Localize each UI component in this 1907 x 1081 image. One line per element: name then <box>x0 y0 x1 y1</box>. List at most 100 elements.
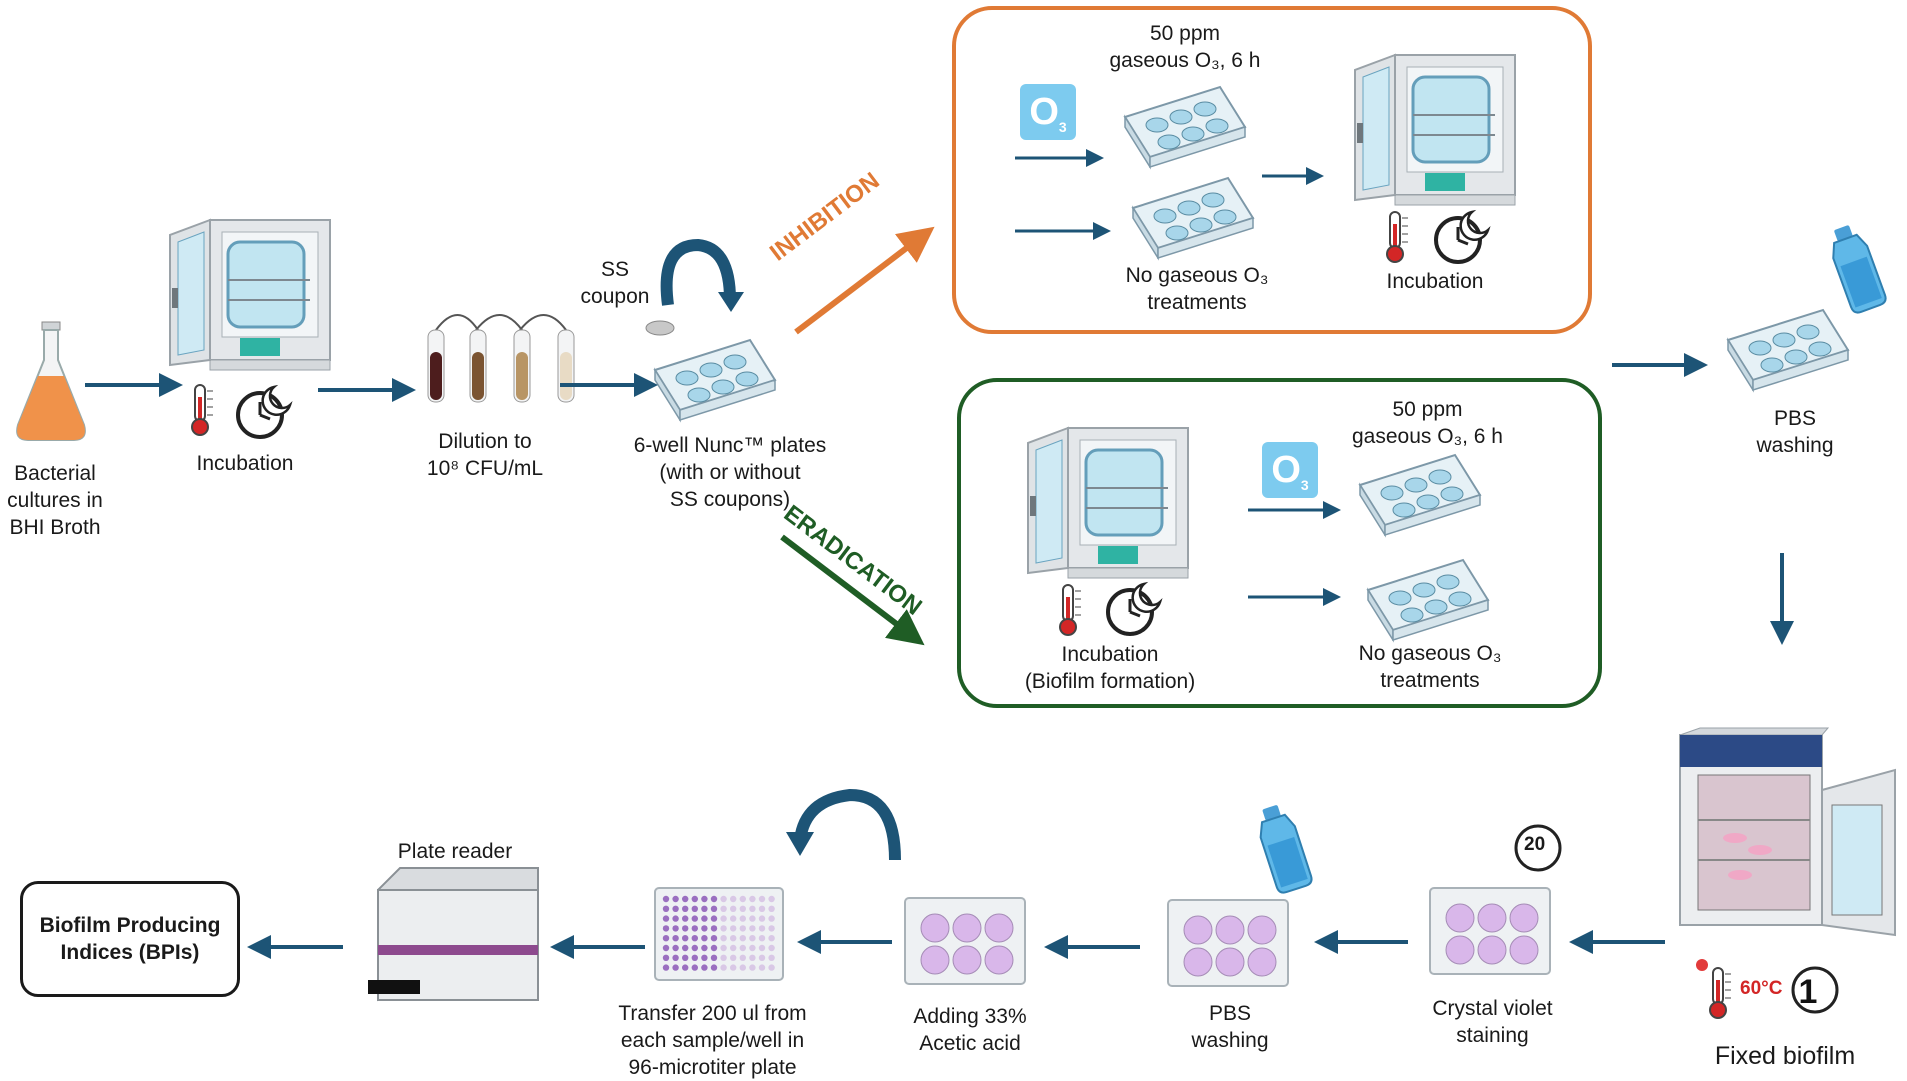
well <box>672 964 679 971</box>
hour-timer-icon: 1 <box>1791 966 1839 1014</box>
well <box>672 915 679 922</box>
well <box>730 954 737 961</box>
well <box>749 925 756 932</box>
well <box>739 925 746 932</box>
well <box>758 915 766 922</box>
thermometer-inh-icon <box>1386 211 1409 263</box>
label-ss-coupon: SS coupon <box>580 258 650 308</box>
well <box>701 925 708 932</box>
well <box>710 935 718 942</box>
eradication-box <box>957 378 1602 708</box>
plate-acetic-acid <box>904 897 1026 985</box>
well <box>682 944 689 952</box>
plate-pbs-icon <box>1727 309 1849 391</box>
well <box>682 935 689 942</box>
well <box>730 944 737 952</box>
well <box>691 895 698 903</box>
label-inh-incubation: Incubation <box>1386 270 1484 293</box>
well <box>739 935 746 942</box>
well <box>682 954 689 961</box>
well <box>710 954 718 961</box>
well <box>662 954 670 961</box>
well <box>672 935 679 942</box>
well <box>758 935 766 942</box>
six-well-plate-icon <box>654 339 776 421</box>
well <box>662 964 670 971</box>
thermometer-era-icon <box>1059 584 1082 636</box>
drying-oven-icon <box>1679 727 1896 937</box>
well <box>739 915 746 922</box>
well <box>768 954 775 961</box>
well <box>672 905 679 912</box>
well <box>720 964 727 971</box>
well <box>701 905 708 912</box>
well <box>749 964 756 971</box>
well <box>768 935 775 942</box>
bottle-icon <box>1823 220 1889 316</box>
plate-inh-ozone <box>1124 86 1246 168</box>
well <box>701 954 708 961</box>
label-era-ozone: 50 ppm gaseous O₃, 6 h <box>1352 398 1503 448</box>
well <box>739 895 746 903</box>
well <box>662 935 670 942</box>
well <box>691 935 698 942</box>
label-acetic-acid: Adding 33% Acetic acid <box>913 1005 1027 1055</box>
well <box>672 944 679 952</box>
well <box>672 925 679 932</box>
well <box>768 944 775 952</box>
well <box>768 905 775 912</box>
bpi-box: Biofilm Producing Indices (BPIs) <box>20 881 240 997</box>
inhibition-arrow <box>794 226 935 335</box>
label-nunc-plates: 6-well Nunc™ plates (with or without SS … <box>633 434 827 511</box>
plate-inh-no-ozone <box>1132 177 1254 259</box>
well <box>749 905 756 912</box>
well <box>701 915 708 922</box>
well <box>730 964 737 971</box>
well <box>749 935 756 942</box>
well <box>691 944 698 952</box>
well <box>758 895 766 903</box>
label-temp-fixed: 60°C <box>1740 978 1783 999</box>
well <box>710 905 718 912</box>
well <box>720 954 727 961</box>
well <box>710 964 718 971</box>
well <box>682 905 689 912</box>
well <box>739 905 746 912</box>
well <box>682 925 689 932</box>
well <box>691 964 698 971</box>
timer-20-icon <box>1514 824 1562 872</box>
well <box>662 915 670 922</box>
label-inh-ozone: 50 ppm gaseous O₃, 6 h <box>1109 22 1261 72</box>
96-well-plate-icon <box>654 887 784 981</box>
well <box>768 925 775 932</box>
well <box>768 964 775 971</box>
well <box>701 964 708 971</box>
label-timer-20: 20 <box>1524 834 1546 855</box>
well <box>662 905 670 912</box>
well <box>720 905 727 912</box>
well <box>739 954 746 961</box>
thermometer-icon <box>191 384 214 436</box>
well <box>758 905 766 912</box>
well <box>710 895 718 903</box>
well <box>720 935 727 942</box>
eradication-arrow <box>780 534 925 646</box>
well <box>720 944 727 952</box>
well <box>749 915 756 922</box>
well <box>682 895 689 903</box>
flask-icon <box>16 321 86 441</box>
incubator-icon <box>168 218 332 372</box>
curved-arrow-bottom <box>794 788 901 861</box>
well <box>672 895 679 903</box>
well <box>739 964 746 971</box>
bottle-2-icon <box>1251 800 1315 896</box>
test-tubes-icon <box>427 314 575 403</box>
well <box>768 915 775 922</box>
incubator-inh-icon <box>1353 53 1517 207</box>
label-plate-reader: Plate reader <box>397 840 513 863</box>
well <box>749 944 756 952</box>
clock-era-icon <box>1106 582 1162 636</box>
well <box>662 925 670 932</box>
curved-arrow-top <box>660 238 736 306</box>
